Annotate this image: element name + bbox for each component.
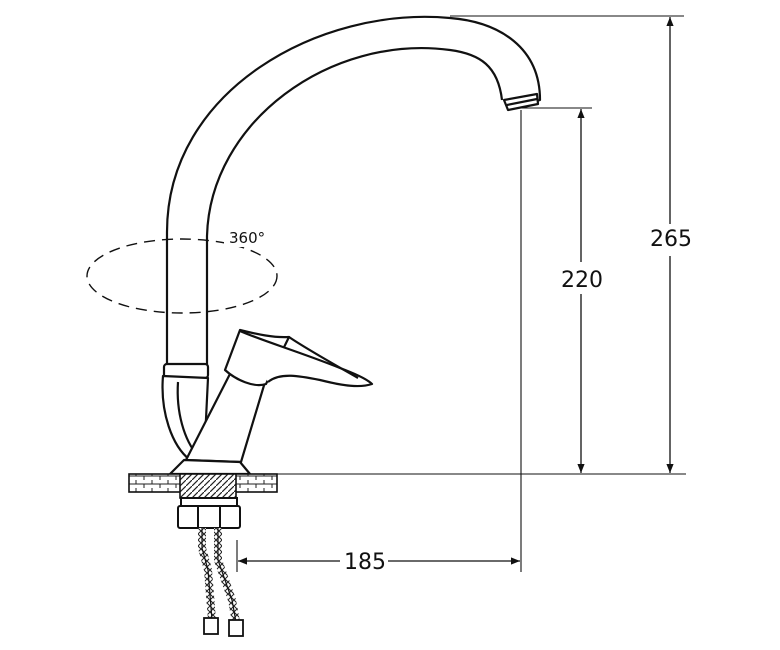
supply-hoses [198,528,244,637]
spout [165,15,542,366]
countertop [128,473,278,499]
faucet-body [161,328,374,476]
dimension-220-label: 220 [561,268,603,293]
rotation-indicator: 360° [86,227,278,314]
dimension-spout-reach: 185 [238,550,520,575]
mounting-nut [177,497,241,529]
dimension-185-label: 185 [344,550,386,575]
rotation-label: 360° [229,229,265,247]
dimension-outlet-height: 220 [561,109,603,473]
extension-lines [236,15,686,572]
dimension-265-label: 265 [650,227,692,252]
dimension-spout-height: 265 [650,17,692,473]
